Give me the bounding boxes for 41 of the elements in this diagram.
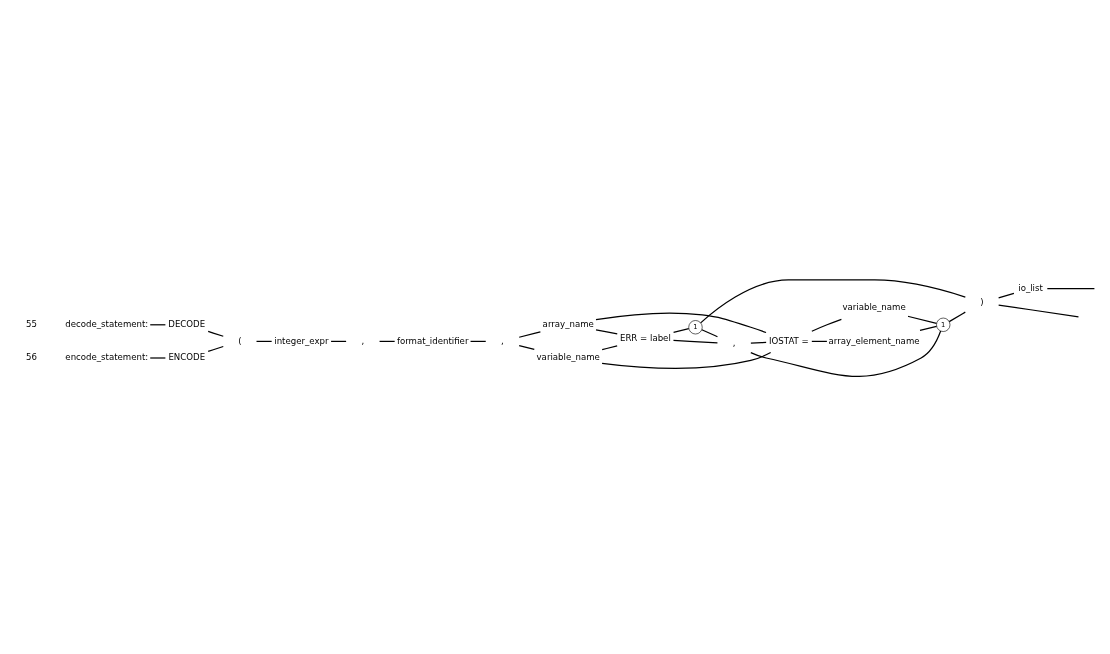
node-text: , <box>361 335 365 346</box>
node-text: array_name <box>542 319 594 330</box>
label: 56 <box>26 352 37 363</box>
connector <box>998 304 1080 318</box>
node-text: integer_expr <box>274 335 329 346</box>
label: 55 <box>26 319 37 330</box>
connector <box>700 279 966 324</box>
node-text: ENCODE <box>168 352 206 363</box>
connector <box>595 312 767 334</box>
node-text: variable_name <box>536 352 600 363</box>
connector <box>672 339 719 344</box>
node-text: encode_statement: <box>65 352 149 363</box>
connector <box>207 345 224 352</box>
connector <box>998 292 1015 299</box>
node-text: ERR = label <box>619 333 671 344</box>
connector <box>672 328 690 333</box>
node-text: , <box>732 338 736 349</box>
connector <box>1046 287 1096 290</box>
connector <box>595 329 618 335</box>
node-text: ( <box>238 335 242 346</box>
node-text: array_element_name <box>828 335 920 346</box>
node-text: variable_name <box>842 302 906 313</box>
node-text: format_identifier <box>396 335 469 346</box>
node-text: decode_statement: <box>65 319 149 330</box>
connector <box>518 344 535 351</box>
connector <box>750 330 942 377</box>
connector <box>601 345 618 351</box>
connector <box>701 329 719 338</box>
connector <box>518 331 541 338</box>
connector <box>207 330 224 337</box>
node-text: , <box>501 335 504 346</box>
node-text: io_list <box>1018 282 1043 293</box>
connector <box>811 318 842 332</box>
connector <box>948 311 966 323</box>
node-text: DECODE <box>168 319 206 330</box>
connector <box>907 315 938 324</box>
node-text: ) <box>980 296 984 307</box>
connector <box>750 341 767 344</box>
node-text: IOSTAT = <box>769 335 809 346</box>
connector <box>601 351 772 369</box>
connector <box>919 325 938 331</box>
